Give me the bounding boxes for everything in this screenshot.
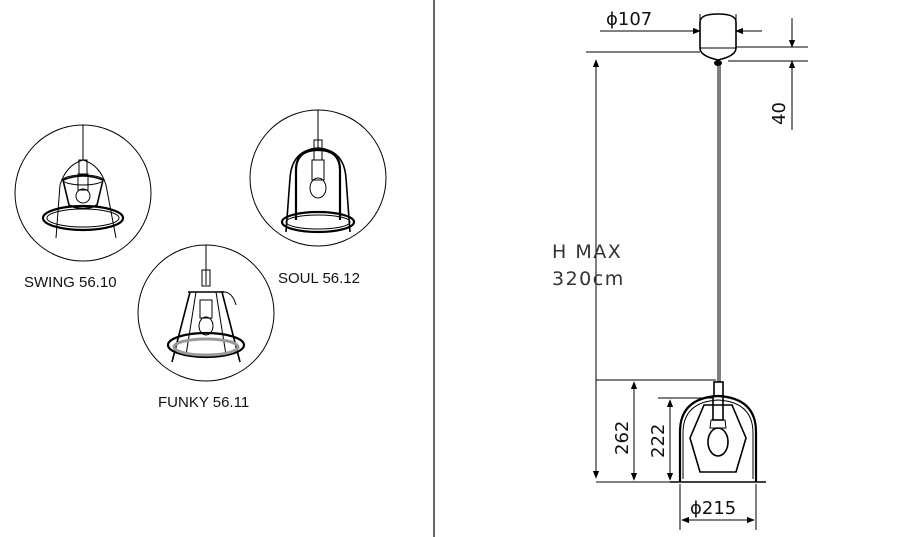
canopy-diameter-label: ϕ107 bbox=[606, 9, 652, 30]
swing-thumbnail bbox=[14, 124, 152, 262]
soul-model-label: SOUL 56.12 bbox=[278, 270, 360, 287]
height-max-value: 320cm bbox=[552, 268, 625, 290]
funky-thumbnail bbox=[137, 244, 275, 382]
lamp-height-dimensions: 262 222 bbox=[596, 379, 716, 483]
swing-model-label: SWING 56.10 bbox=[24, 274, 117, 291]
canopy-height-dimension: 40 bbox=[728, 18, 808, 130]
shade-diameter-dimension: ϕ215 bbox=[679, 484, 757, 530]
soul-thumbnail bbox=[249, 109, 387, 247]
total-height-label: 262 bbox=[612, 421, 633, 455]
canopy-height-label: 40 bbox=[769, 102, 790, 125]
shade-height-label: 222 bbox=[648, 424, 669, 458]
funky-model-label: FUNKY 56.11 bbox=[158, 394, 249, 411]
canopy-diameter-dimension: ϕ107 bbox=[600, 9, 762, 42]
lamp-elevation bbox=[670, 13, 766, 483]
shade-diameter-label: ϕ215 bbox=[690, 498, 736, 519]
overall-height-dimension: H MAX 320cm bbox=[552, 51, 700, 479]
height-max-label: H MAX bbox=[552, 241, 622, 263]
